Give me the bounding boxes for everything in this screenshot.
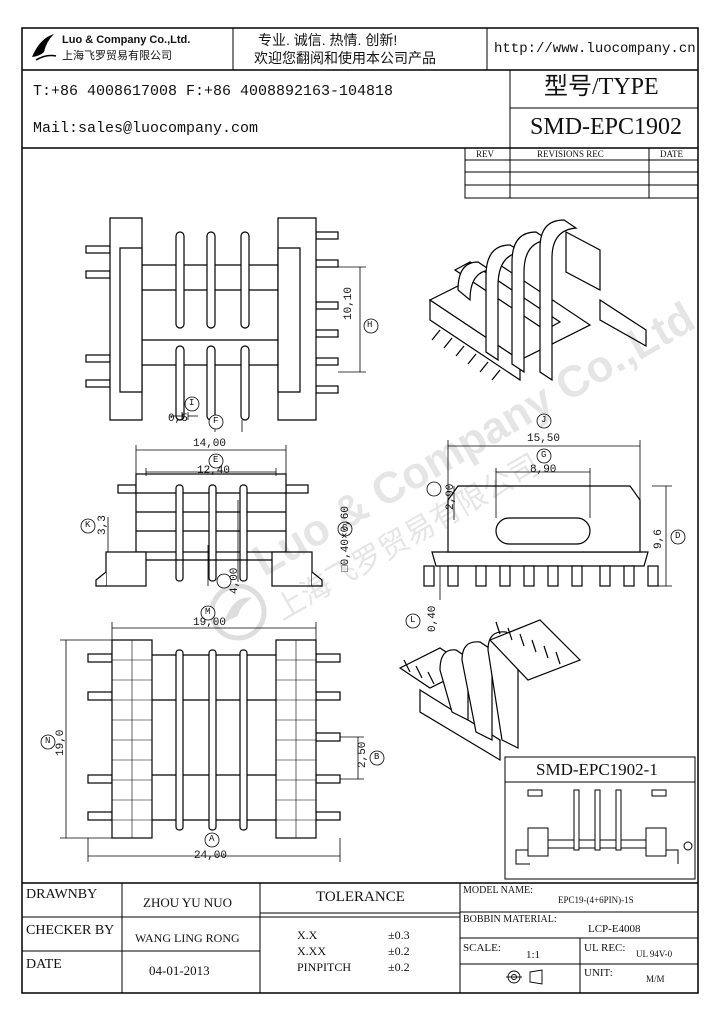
dim-b-label: B <box>374 752 380 762</box>
bobbin-value: LCP-E4008 <box>588 923 641 935</box>
dim-h-label: H <box>367 320 373 330</box>
front-view-1-dims <box>170 266 366 432</box>
tol2-key: X.XX <box>297 944 326 958</box>
type-value: SMD-EPC1902 <box>530 114 683 140</box>
website-link[interactable]: http://www.luocompany.cn <box>494 41 696 57</box>
checker-value: WANG LING RONG <box>135 931 240 945</box>
ul-value: UL 94V-0 <box>636 949 673 959</box>
sheet-border <box>21 27 699 994</box>
iso-view-1 <box>428 219 647 382</box>
tolerance-label: TOLERANCE <box>316 889 405 905</box>
dimension-bubbles <box>40 318 686 848</box>
dim-h2-value: 4,00 <box>229 567 241 594</box>
bobbin-label: BOBBIN MATERIAL: <box>463 914 557 925</box>
dim-n-label: N <box>45 736 51 746</box>
company-logo-mark <box>32 34 57 61</box>
dim-j-value: 15,50 <box>527 433 561 445</box>
dim-d-label: D <box>675 531 681 541</box>
scale-label: SCALE: <box>463 942 501 954</box>
dim-g2-value: 2,90 <box>445 483 457 510</box>
dim-m-label: M <box>205 607 211 617</box>
dim-l-label: L <box>410 615 416 625</box>
phone-fax: T:+86 4008617008 F:+86 4008892163-104818 <box>33 83 394 100</box>
rev-col-rec: REVISIONS REC <box>537 149 604 159</box>
tol3-key: PINPITCH <box>297 960 352 974</box>
dim-b-value: 2,50 <box>357 741 369 768</box>
model-label: MODEL NAME: <box>463 885 533 896</box>
dim-k-label: K <box>85 520 91 530</box>
dim-n-value: 19,0 <box>55 729 67 756</box>
variant-title: SMD-EPC1902-1 <box>536 760 658 779</box>
unit-label: UNIT: <box>584 967 613 979</box>
dim-a-label: A <box>209 834 215 844</box>
drawnby-value: ZHOU YU NUO <box>143 895 233 910</box>
type-label: 型号/TYPE <box>544 74 659 100</box>
dim-a-value: 24,00 <box>194 850 228 862</box>
iso-view-2 <box>398 619 582 762</box>
front-view-1 <box>85 217 339 421</box>
dim-g-label: G <box>541 450 547 460</box>
unit-value: M/M <box>646 974 665 984</box>
dim-e-label: E <box>213 455 219 465</box>
rev-col-rev: REV <box>476 149 494 159</box>
tol2-val: ±0.2 <box>388 944 410 958</box>
dim-j-label: J <box>541 415 547 425</box>
slogan-line-1: 专业. 诚信. 热情. 创新! <box>258 32 398 48</box>
date-label: DATE <box>26 957 62 972</box>
dim-h-value: 10,10 <box>343 286 355 320</box>
dim-g-value: 8,90 <box>530 464 557 476</box>
dim-k-value: 3,3 <box>97 515 109 535</box>
bottom-view-4-hatch <box>112 640 316 838</box>
bottom-view-4 <box>87 639 341 839</box>
dim-i-value: 0,5 <box>168 413 188 425</box>
tol1-val: ±0.3 <box>388 928 410 942</box>
date-value: 04-01-2013 <box>149 963 210 978</box>
scale-value: 1:1 <box>526 949 541 961</box>
rev-col-date: DATE <box>660 149 683 159</box>
tol1-key: X.X <box>297 928 318 942</box>
model-value: EPC19-(4+6PIN)-1S <box>558 895 634 905</box>
side-view-2 <box>95 473 323 587</box>
dim-c-value: □0,40×0,60 <box>340 505 352 572</box>
dim-d-value: 9,6 <box>653 529 665 549</box>
dim-e-inner: 12,40 <box>197 465 231 477</box>
dim-m-value: 19,00 <box>193 617 227 629</box>
projection-symbol-icon <box>506 969 543 985</box>
dim-i-label: I <box>189 398 195 408</box>
dim-l-value: 0,40 <box>427 605 439 632</box>
company-name-cn: 上海飞罗贸易有限公司 <box>62 50 172 62</box>
checker-label: CHECKER BY <box>26 923 115 938</box>
dim-e-outer: 14,00 <box>193 438 227 450</box>
dim-f-label: F <box>213 416 219 426</box>
dim-c-label: C <box>342 523 348 533</box>
company-name-en: Luo & Company Co.,Ltd. <box>62 34 191 46</box>
email-link[interactable]: Mail:sales@luocompany.com <box>33 120 259 137</box>
slogan-line-2: 欢迎您翻阅和使用本公司产品 <box>254 50 436 66</box>
ul-label: UL REC: <box>584 942 626 954</box>
variant-drawing <box>515 789 693 865</box>
tol3-val: ±0.2 <box>388 960 410 974</box>
drawnby-label: DRAWNBY <box>26 887 98 902</box>
